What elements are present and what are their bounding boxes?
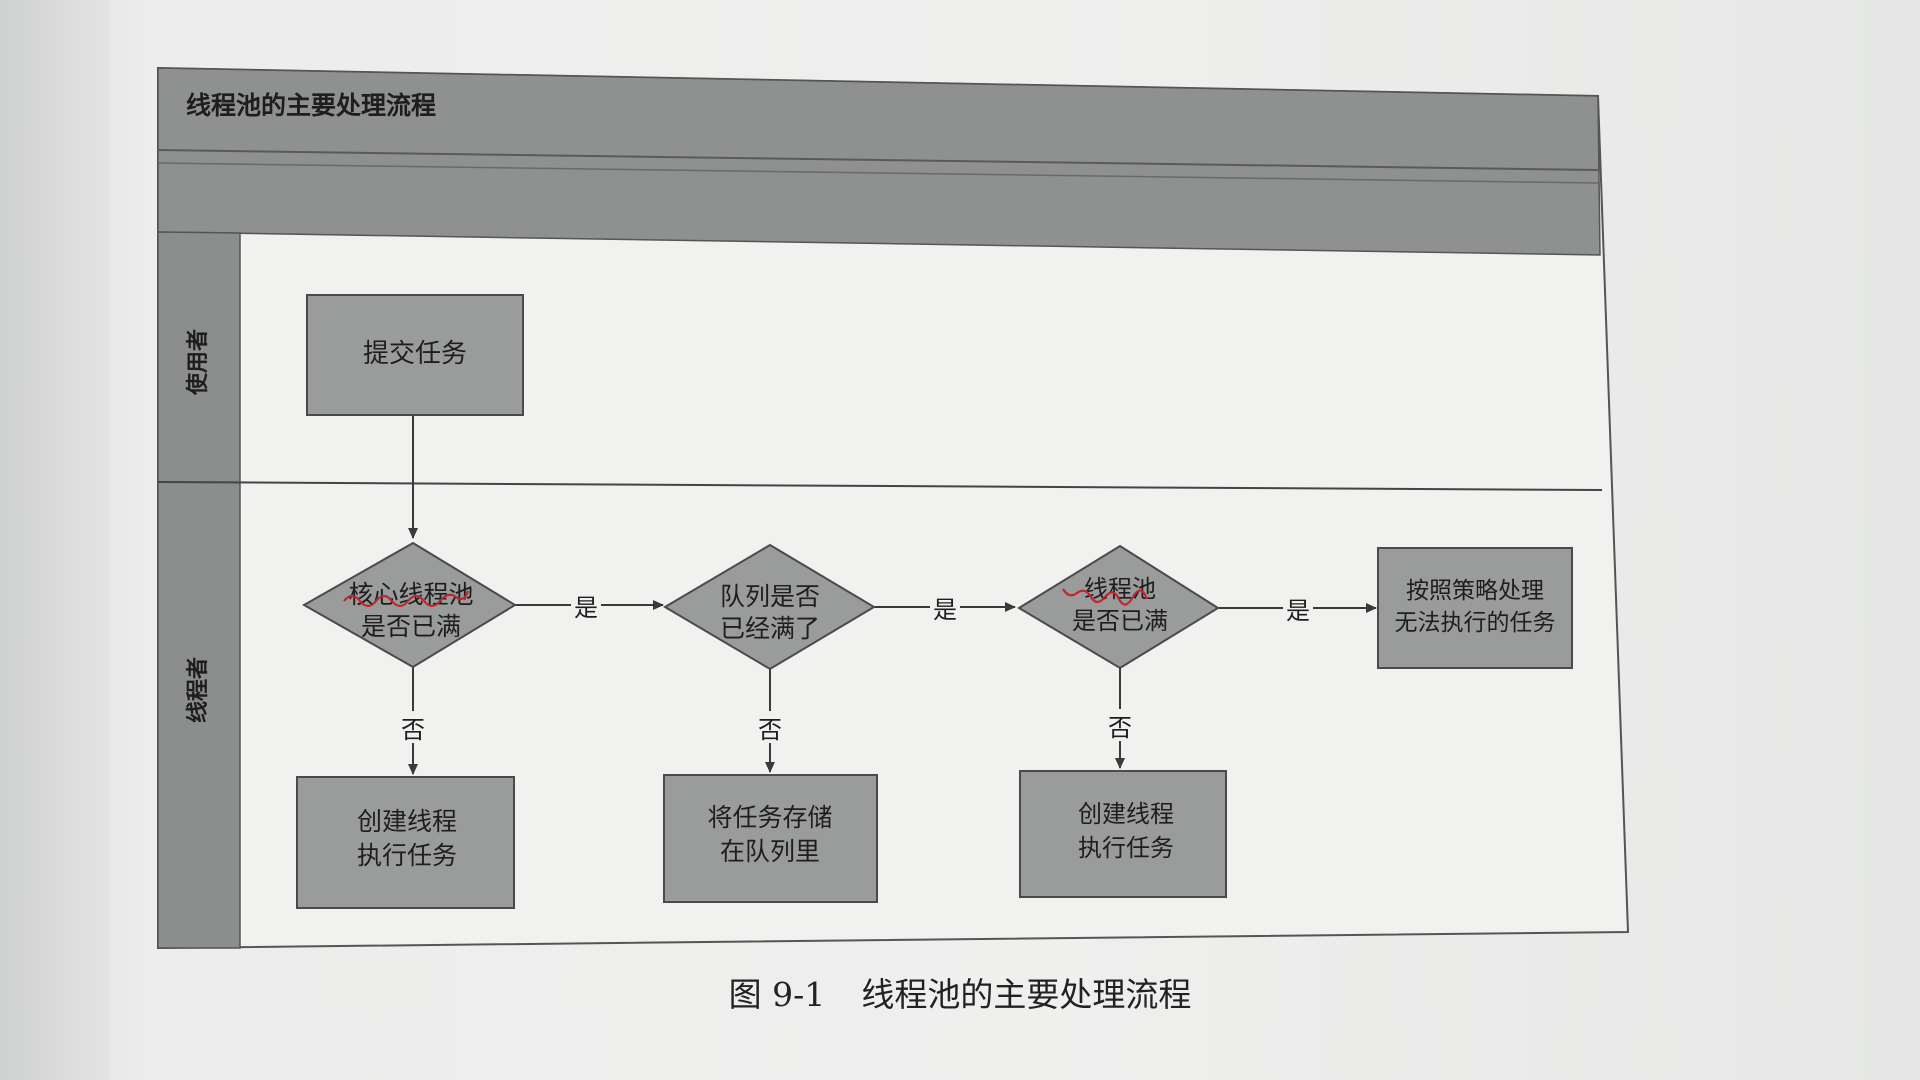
- edge-label-bg: [1283, 592, 1313, 624]
- lane-label-pool: 线程者: [185, 657, 211, 723]
- edge-label-bg: [1103, 709, 1137, 741]
- node-enqueue-task: 将任务存储 在队列里: [663, 774, 878, 903]
- lane-label-user: 使用者: [185, 329, 211, 396]
- svg-text:创建线程: 创建线程: [357, 807, 457, 836]
- svg-text:创建线程: 创建线程: [1078, 800, 1174, 828]
- edge-label-no-3: 否: [1108, 714, 1132, 742]
- svg-text:线程池: 线程池: [1084, 575, 1156, 603]
- node-reject-policy: 按照策略处理 无法执行的任务: [1377, 547, 1573, 669]
- node-core-pool-full-decision: 核心线程池 是否已满: [301, 541, 517, 669]
- figure-caption-text: 线程池的主要处理流程: [861, 975, 1192, 1014]
- svg-text:已经满了: 已经满了: [720, 614, 820, 643]
- edge-label-no-1: 否: [401, 716, 425, 744]
- svg-text:是否已满: 是否已满: [1072, 607, 1168, 635]
- svg-text:队列是否: 队列是否: [720, 582, 820, 611]
- red-pen-annotation: [1062, 588, 1149, 606]
- node-create-core-thread: 创建线程 执行任务: [296, 776, 515, 909]
- header-divider-2: [157, 162, 1600, 184]
- edge-label-no-2: 否: [758, 716, 782, 744]
- svg-text:执行任务: 执行任务: [357, 841, 457, 870]
- svg-text:按照策略处理: 按照策略处理: [1406, 578, 1544, 604]
- lane-label-band: [157, 231, 241, 949]
- node-pool-full-decision: 线程池 是否已满: [1017, 544, 1220, 670]
- svg-text:无法执行的任务: 无法执行的任务: [1395, 610, 1556, 636]
- svg-text:将任务存储: 将任务存储: [707, 803, 832, 832]
- node-submit-task: 提交任务: [306, 294, 524, 416]
- svg-text:在队列里: 在队列里: [720, 837, 820, 866]
- diagram-title: 线程池的主要处理流程: [186, 91, 436, 120]
- svg-text:提交任务: 提交任务: [363, 339, 467, 369]
- edge-label-yes-1: 是: [574, 594, 598, 622]
- node-create-thread: 创建线程 执行任务: [1019, 770, 1227, 898]
- svg-text:执行任务: 执行任务: [1078, 834, 1174, 862]
- lane-divider: [157, 481, 1603, 491]
- page-fold-shadow: [0, 0, 110, 1080]
- edge-label-bg: [930, 591, 960, 623]
- header-divider-1: [157, 149, 1600, 171]
- svg-text:是否已满: 是否已满: [361, 612, 461, 641]
- figure-caption: 图 9-1 线程池的主要处理流程: [0, 968, 1920, 1016]
- edge-label-bg: [753, 711, 787, 743]
- edge-label-yes-2: 是: [933, 596, 957, 624]
- edge-label-bg: [396, 711, 430, 743]
- figure-number: 图 9-1: [728, 975, 826, 1014]
- diagram-header: [157, 67, 1601, 256]
- red-pen-annotation: [343, 590, 470, 608]
- edge-label-bg: [571, 589, 601, 621]
- edge-label-yes-3: 是: [1286, 597, 1310, 625]
- svg-text:核心线程池: 核心线程池: [348, 580, 473, 609]
- node-queue-full-decision: 队列是否 已经满了: [663, 543, 876, 671]
